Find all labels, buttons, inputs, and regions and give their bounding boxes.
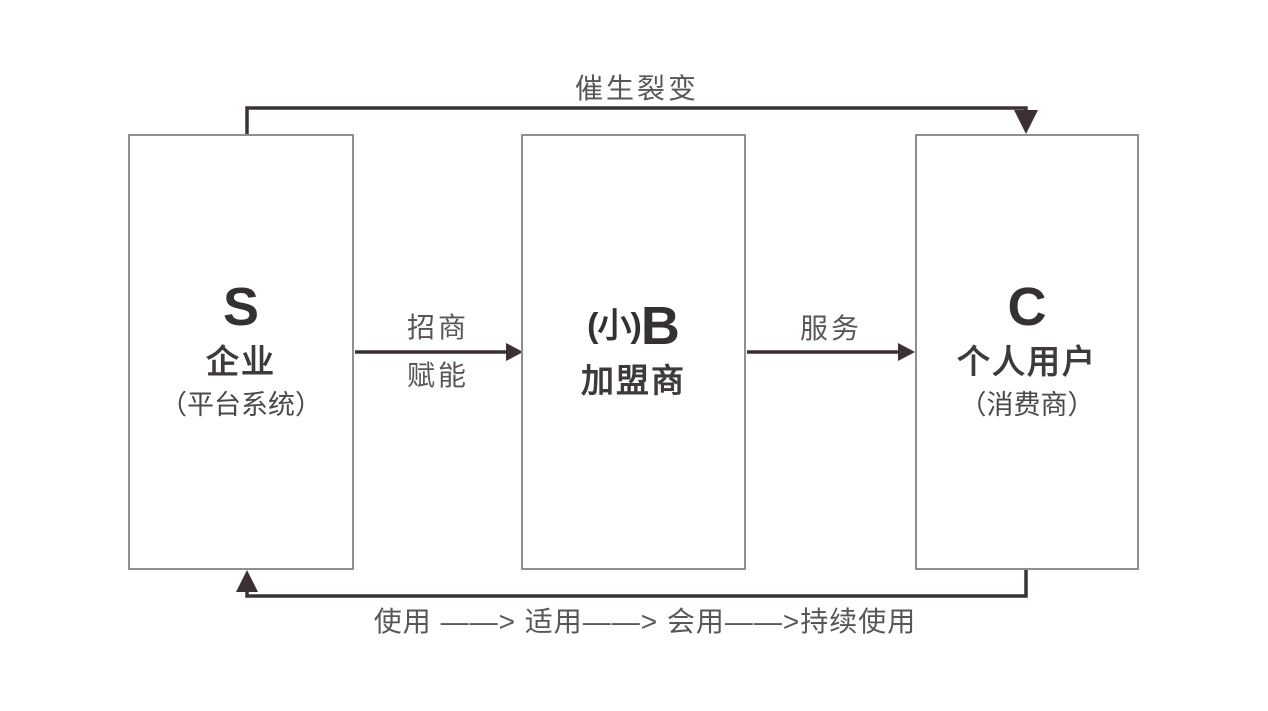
label-top-connector: 催生裂变 [574, 73, 700, 104]
box-c-consumer: C 个人用户 （消费商） [915, 134, 1139, 570]
arrowhead-down-icon [1014, 110, 1038, 134]
connector-top-s-to-c [245, 106, 1028, 134]
connector-bottom-c-to-s [245, 570, 1028, 598]
box-b-letter: B [640, 296, 680, 357]
box-c-letter-line: C [1008, 279, 1047, 336]
label-s-to-b-below: 赋能 [406, 360, 470, 391]
box-s-letter-line: S [223, 279, 259, 336]
box-b-letter-line: (小) B [587, 298, 680, 355]
box-b-name: 加盟商 [581, 362, 686, 400]
arrowhead-right-icon-2 [898, 343, 915, 361]
box-s-letter: S [222, 277, 260, 338]
label-bottom-connector: 使用 ——> 适用——> 会用——>持续使用 [373, 606, 917, 637]
label-s-to-b-above: 招商 [406, 312, 470, 343]
label-b-to-c-above: 服务 [799, 313, 863, 344]
box-s-enterprise: S 企业 （平台系统） [128, 134, 354, 570]
box-c-letter: C [1007, 277, 1047, 338]
box-c-name: 个人用户 [957, 343, 1097, 381]
box-c-subtitle: （消费商） [959, 389, 1095, 420]
box-b-letter-prefix: (小) [587, 306, 642, 345]
box-s-name: 企业 [206, 343, 276, 381]
box-b-franchisee: (小) B 加盟商 [521, 134, 746, 570]
arrowhead-up-icon [236, 570, 258, 592]
box-s-subtitle: （平台系统） [160, 389, 322, 420]
